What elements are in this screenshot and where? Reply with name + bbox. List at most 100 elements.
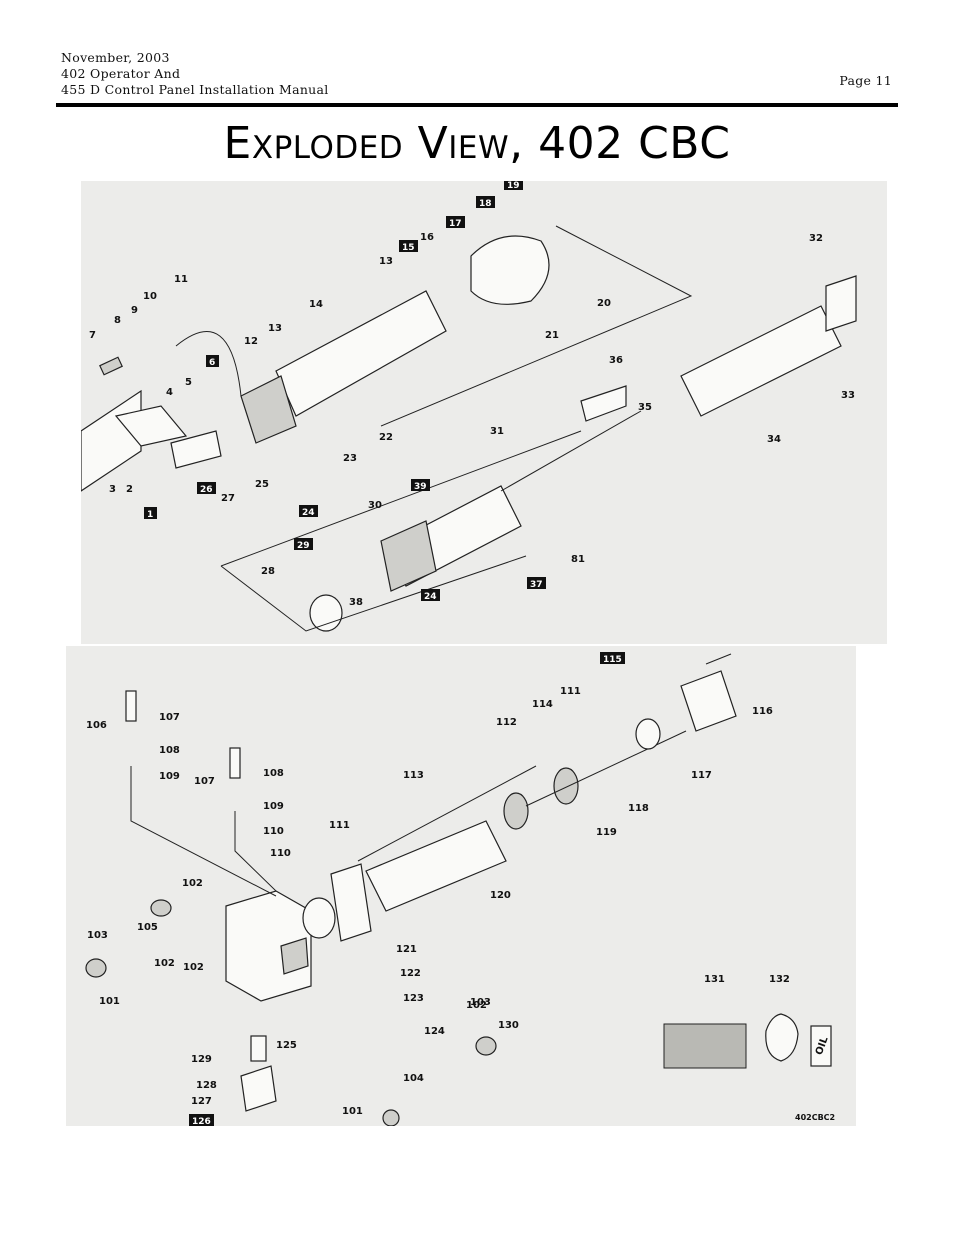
lower-part-label-111: 111: [329, 820, 350, 831]
upper-part-labels: 1234567891011121313141516171819202122232…: [89, 181, 855, 608]
lower-part-label-107: 107: [194, 776, 215, 787]
upper-part-label-29: 29: [297, 541, 310, 551]
valve-105: [125, 690, 137, 722]
upper-part-label-9: 9: [131, 305, 138, 316]
upper-label-box-18: [476, 196, 495, 208]
upper-part-label-15: 15: [402, 243, 415, 253]
fitting-124: [250, 1035, 267, 1062]
upper-label-box-29: [294, 538, 313, 550]
upper-part-label-37: 37: [530, 580, 543, 590]
rear-cap: [309, 594, 343, 632]
lower-part-label-127: 127: [191, 1096, 212, 1107]
lower-part-label-108: 108: [159, 745, 180, 756]
upper-diagram-drawing: 1234567891011121313141516171819202122232…: [81, 181, 857, 632]
upper-part-label-30: 30: [368, 500, 382, 511]
lower-part-label-126: 126: [192, 1117, 211, 1126]
upper-part-label-35: 35: [638, 402, 652, 413]
upper-part-label-10: 10: [143, 291, 157, 302]
upper-part-label-8: 8: [114, 315, 121, 326]
lower-part-label-118: 118: [628, 803, 649, 814]
lower-part-label-111: 111: [560, 686, 581, 697]
fitting-104: [150, 899, 172, 917]
lower-part-label-128: 128: [196, 1080, 217, 1091]
upper-part-label-1: 1: [147, 510, 153, 520]
upper-part-label-13: 13: [268, 323, 282, 334]
upper-part-label-2: 2: [126, 484, 133, 495]
lower-part-label-132: 132: [769, 974, 790, 985]
lower-label-box-115: [600, 652, 625, 664]
upper-label-box-1: [144, 507, 157, 519]
upper-part-label-38: 38: [349, 597, 363, 608]
lower-part-label-102: 102: [466, 1000, 487, 1011]
lower-part-label-129: 129: [191, 1054, 212, 1065]
lower-part-label-102: 102: [183, 962, 204, 973]
upper-part-label-31: 31: [490, 426, 504, 437]
tie-rod-112: [357, 765, 537, 862]
hose-line: [175, 331, 242, 397]
lower-part-label-106: 106: [86, 720, 107, 731]
block-125: [240, 1065, 277, 1112]
upper-part-label-81: 81: [571, 554, 585, 565]
upper-part-label-17: 17: [449, 219, 462, 229]
motor-assembly: [470, 235, 550, 305]
lower-part-label-101: 101: [99, 996, 120, 1007]
lower-part-label-102: 102: [154, 958, 175, 969]
lower-part-label-125: 125: [276, 1040, 297, 1051]
lower-part-label-121: 121: [396, 944, 417, 955]
lower-part-label-110: 110: [263, 826, 284, 837]
lower-part-label-122: 122: [400, 968, 421, 979]
upper-label-box-24: [299, 505, 318, 517]
upper-part-label-16: 16: [420, 232, 434, 243]
upper-part-label-23: 23: [343, 453, 357, 464]
upper-part-label-24: 24: [424, 592, 437, 602]
upper-label-box-39: [411, 479, 430, 491]
document-header: November, 2003 402 Operator And 455 D Co…: [61, 50, 329, 98]
page-title: Exploded View, 402 CBC: [223, 118, 731, 169]
plug-103: [85, 958, 107, 978]
lower-part-label-103: 103: [87, 930, 108, 941]
lower-part-label-130: 130: [498, 1020, 519, 1031]
lower-part-label-114: 114: [532, 699, 553, 710]
lower-part-label-109: 109: [159, 771, 180, 782]
fitting-7: [99, 356, 123, 376]
upper-part-label-32: 32: [809, 233, 823, 244]
upper-part-label-27: 27: [221, 493, 235, 504]
upper-label-box-26: [197, 482, 216, 494]
upper-part-label-13: 13: [379, 256, 393, 267]
end-plate: [825, 275, 857, 332]
lower-part-label-101: 101: [342, 1106, 363, 1117]
lower-part-label-107: 107: [159, 712, 180, 723]
header-date: November, 2003: [61, 50, 170, 65]
cylinder-tube-119: [365, 820, 507, 912]
front-head-116: [680, 670, 737, 732]
upper-part-label-26: 26: [200, 485, 213, 495]
upper-part-label-11: 11: [174, 274, 188, 285]
header-rule: [56, 103, 898, 107]
piston-rod: [500, 410, 642, 492]
bolt-115: [705, 653, 732, 665]
bushing-113: [635, 718, 661, 750]
gasket-plate-120: [330, 863, 372, 942]
upper-part-label-4: 4: [166, 387, 173, 398]
upper-part-label-7: 7: [89, 330, 96, 341]
lower-part-label-109: 109: [263, 801, 284, 812]
lower-part-label-124: 124: [424, 1026, 445, 1037]
upper-part-label-6: 6: [209, 358, 215, 368]
lower-part-label-108: 108: [263, 768, 284, 779]
lower-part-label-119: 119: [596, 827, 617, 838]
lower-part-label-102: 102: [182, 878, 203, 889]
accessory-131-bag: [765, 1013, 799, 1062]
upper-part-label-21: 21: [545, 330, 559, 341]
upper-part-label-36: 36: [609, 355, 623, 366]
plug-103b: [382, 1109, 400, 1126]
upper-part-label-14: 14: [309, 299, 323, 310]
upper-part-label-5: 5: [185, 377, 192, 388]
valve-port: [280, 937, 309, 975]
group-outline-motor: [380, 225, 693, 427]
outer-tube: [680, 305, 842, 417]
plug-129: [475, 1036, 497, 1056]
